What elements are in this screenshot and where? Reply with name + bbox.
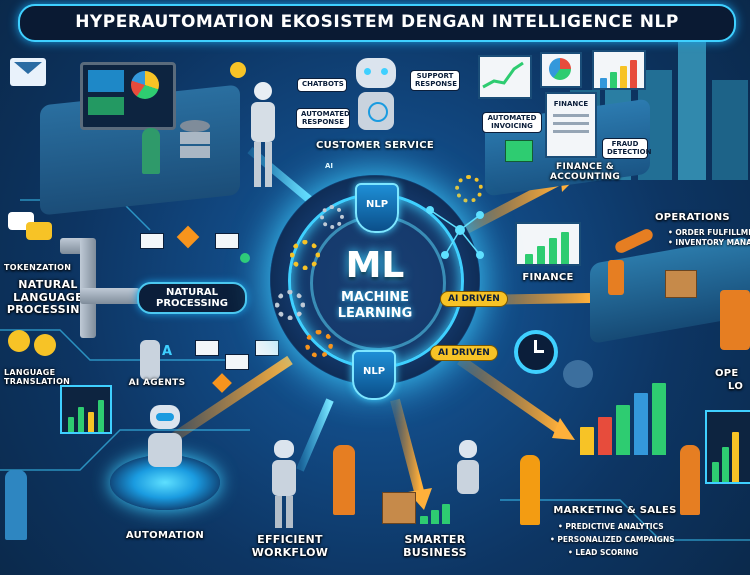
customer-service-label: CUSTOMER SERVICE [315,140,435,151]
fraud-detection-bubble: FRAUD DETECTION [602,138,651,160]
finance-label: FINANCE [522,272,574,283]
operations-lower-label-2: LO [728,381,744,392]
money-stack-icon [505,140,533,162]
shield-icon-top: NLP [355,183,399,233]
efficient-workflow-label: EFFICIENT WORKFLOW [251,533,329,559]
person-at-desk [142,128,160,174]
ai-robot-tag: AI [325,162,334,170]
growth-bars-icon [420,500,460,524]
line-chart-icon [478,55,532,99]
gear-icon [275,290,305,320]
nlp-title-label: NATURAL LANGUAGE PROCESSING [6,278,90,317]
marketer-person [520,455,540,525]
bar-chart-icon [592,50,646,90]
smarter-business-label: SMARTER BUSINESS [403,533,467,559]
gear-icon [320,205,344,229]
learning-text: LEARNING [337,306,413,321]
finance-bar-chart-icon [515,222,581,266]
gear-icon [305,330,333,358]
operations-item-order: • ORDER FULFILLMENT [668,228,750,237]
page-title: HYPERAUTOMATION EKOSISTEM DENGAN INTELLI… [75,12,679,32]
shield-top-label: NLP [365,199,389,210]
automation-robot-icon [140,405,190,485]
operations-label: OPERATIONS [655,212,730,223]
humanoid-robot-icon [248,82,278,192]
package-box-icon [665,270,697,298]
chat-bubbles-icon [8,212,56,246]
team-people-icon [563,360,593,388]
operations-item-inventory: • INVENTORY MANAG [668,238,750,247]
ai-driven-chip-upper: AI DRIVEN [440,291,508,307]
person-with-tablet [5,470,27,540]
finance-document-title: FINANCE [553,100,589,108]
tokenization-label: TOKENZATION [4,263,72,272]
language-translation-label: LANGUAGE TRANSLATION [4,368,71,387]
machine-text: MACHINE [340,290,409,305]
marketing-3d-bar-chart-icon [575,380,685,455]
title-banner: HYPERAUTOMATION EKOSISTEM DENGAN INTELLI… [18,4,736,42]
ai-agent-robot-icon [140,340,160,380]
person-orange-shirt [333,445,355,515]
gear-icon [290,240,320,270]
marketing-item-lead-scoring: • LEAD SCORING [568,548,639,557]
ai-driven-chip-lower: AI DRIVEN [430,345,498,361]
monitor-icon [80,62,176,130]
customer-service-robot-icon [350,48,402,138]
automated-invoicing-bubble: AUTOMATED INVOICING [482,112,542,134]
gear-icon [455,175,483,203]
shield-bottom-label: NLP [362,366,386,377]
ml-heading: ML [345,245,405,286]
business-robot-icon [455,440,481,520]
natural-processing-badge: NATURAL PROCESSING [137,282,247,314]
marketing-item-personalized: • PERSONALIZED CAMPAIGNS [550,535,675,544]
shield-icon-bottom: NLP [352,350,396,400]
robotic-arm-icon [600,215,660,295]
clock-icon [514,330,558,374]
pipe-horizontal-icon [80,288,140,304]
finance-accounting-label: FINANCE & ACCOUNTING [549,162,621,183]
smiley-icon [8,330,30,352]
workflow-robot-icon [270,440,298,530]
server-stack-icon [180,120,210,170]
pie-chart-icon [540,52,582,88]
finance-document-icon: FINANCE [545,92,597,158]
robotic-arm-right-icon [720,290,750,350]
package-box-icon [382,492,416,524]
process-diagram-icon [195,340,285,395]
sad-face-icon [34,334,56,356]
email-icon [10,58,46,86]
neural-network-icon [426,206,484,259]
chatbots-bubble: CHATBOTS [297,78,347,92]
lightbulb-icon [230,62,246,78]
marketer-person-right [680,445,700,515]
marketing-screen-icon [705,410,750,484]
automated-response-bubble: AUTOMATED RESPONSE [296,108,350,130]
letter-a-icon: A [162,344,173,359]
ai-agents-label: AI AGENTS [128,378,186,388]
automation-label: AUTOMATION [125,530,205,541]
dashboard-screen-icon [60,385,112,434]
operations-lower-label-1: OPE [715,368,739,379]
support-response-bubble: SUPPORT RESPONSE [410,70,460,92]
marketing-sales-label: MARKETING & SALES [553,505,677,516]
marketing-item-predictive: • PREDICTIVE ANALYTICS [558,522,664,531]
flowchart-icon [140,225,260,270]
